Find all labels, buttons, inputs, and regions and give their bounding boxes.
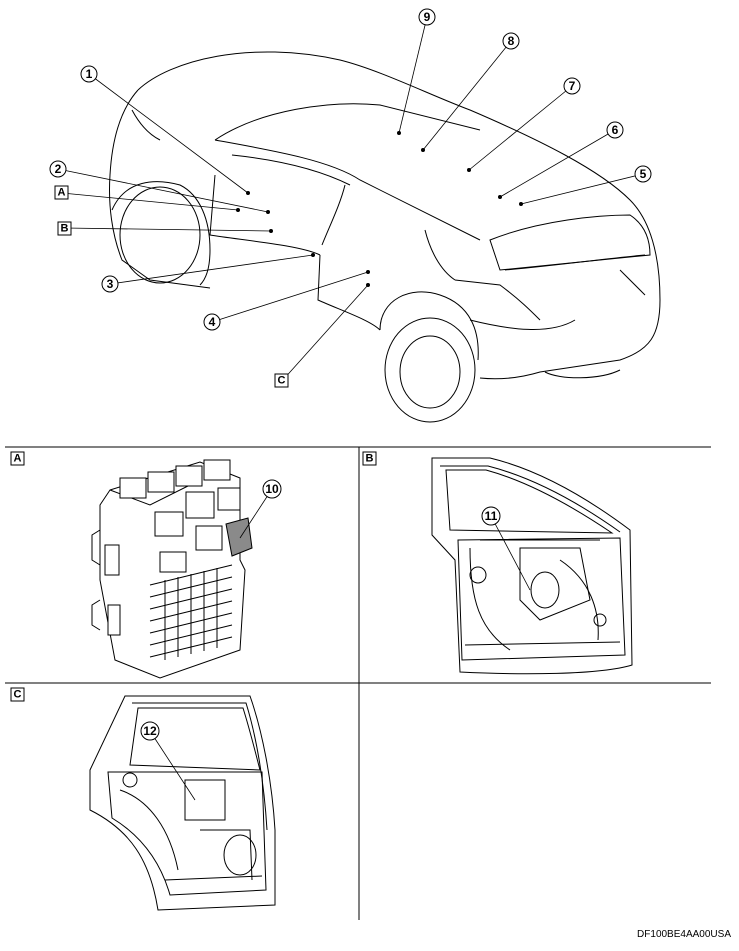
callout-11: 11 — [481, 506, 501, 526]
panel-b: B 11 — [362, 451, 633, 675]
callout-3: 3 — [101, 275, 119, 293]
fuse-rows — [149, 564, 233, 660]
callout-2: 2 — [49, 160, 67, 178]
callout-9: 9 — [418, 8, 436, 26]
panel-dividers — [5, 446, 711, 920]
svg-text:6: 6 — [612, 123, 619, 137]
svg-text:A: A — [14, 453, 22, 465]
svg-text:12: 12 — [143, 724, 157, 738]
callout-7: 7 — [563, 77, 581, 95]
svg-text:7: 7 — [569, 79, 576, 93]
svg-text:1: 1 — [86, 67, 93, 81]
figure-code: DF100BE4AA00USA — [637, 929, 731, 940]
svg-text:B: B — [366, 453, 374, 465]
view-marker-b: B — [57, 221, 72, 236]
callout-8: 8 — [502, 32, 520, 50]
svg-text:3: 3 — [107, 277, 114, 291]
svg-text:10: 10 — [265, 482, 279, 496]
fuse-relay-block — [91, 459, 253, 679]
svg-text:2: 2 — [55, 162, 62, 176]
overview-leaders — [57, 16, 644, 382]
svg-text:4: 4 — [209, 315, 216, 329]
view-marker-a: A — [54, 185, 69, 200]
callout-10: 10 — [262, 479, 282, 499]
svg-text:B: B — [61, 223, 69, 235]
svg-text:C: C — [14, 689, 22, 701]
vehicle-overview — [109, 51, 661, 423]
svg-text:C: C — [278, 375, 286, 387]
callout-6: 6 — [606, 121, 624, 139]
svg-text:A: A — [58, 187, 66, 199]
svg-text:9: 9 — [424, 10, 431, 24]
svg-text:8: 8 — [508, 34, 515, 48]
panel-c: C 12 — [10, 687, 276, 911]
svg-text:5: 5 — [640, 167, 647, 181]
callout-12: 12 — [140, 721, 160, 741]
front-door-frame — [431, 457, 633, 675]
callout-5: 5 — [634, 165, 652, 183]
rear-door-frame — [89, 695, 276, 911]
callout-1: 1 — [80, 65, 98, 83]
callout-4: 4 — [203, 313, 221, 331]
svg-text:11: 11 — [485, 509, 498, 523]
view-marker-c: C — [274, 373, 289, 388]
panel-a: A — [10, 451, 282, 679]
